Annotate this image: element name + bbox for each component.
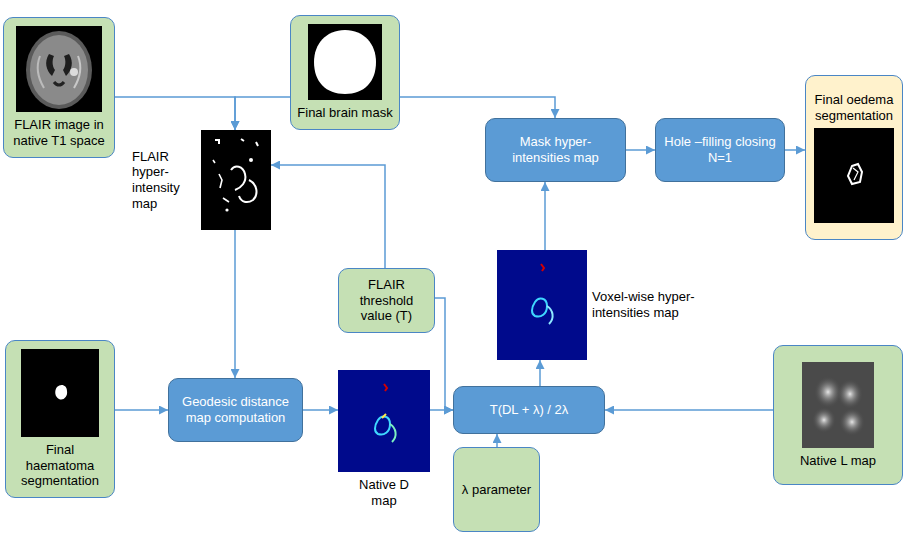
input-box: FLAIR image in native T1 space xyxy=(3,17,115,158)
likelihood-map-image xyxy=(802,362,874,448)
flow-arrow xyxy=(626,149,655,151)
distance-map-image xyxy=(338,370,430,472)
flow-arrow xyxy=(605,409,773,411)
input-box: Native L map xyxy=(773,345,903,485)
brain-mask-image xyxy=(308,24,382,100)
node-label: T(DL + λ) / 2λ xyxy=(490,402,569,418)
node-label: Final oedema segmentation xyxy=(811,92,897,123)
input-box: Final haematoma segmentation xyxy=(5,340,115,498)
map-image-node: FLAIR hyper-intensity map xyxy=(132,130,271,230)
node-label: FLAIR threshold value (T) xyxy=(344,277,429,324)
input-box: FLAIR threshold value (T) xyxy=(338,268,435,333)
flow-arrow xyxy=(400,97,555,118)
flow-arrow xyxy=(435,298,453,410)
node-label: Hole –filling closing N=1 xyxy=(661,134,779,165)
oedema-image xyxy=(814,128,894,223)
mri-image xyxy=(16,26,102,112)
flow-arrow xyxy=(115,97,235,130)
node-label: Geodesic distance map computation xyxy=(174,394,297,425)
flow-arrow xyxy=(496,434,498,447)
flow-arrow xyxy=(785,149,805,151)
node-label: FLAIR hyper-intensity map xyxy=(132,149,196,211)
flow-arrow xyxy=(235,97,290,130)
node-label: Native D map xyxy=(358,477,410,508)
flow-arrow xyxy=(544,182,546,250)
process-box: Geodesic distance map computation xyxy=(168,378,303,442)
flow-arrow xyxy=(234,230,236,378)
node-label: Final haematoma segmentation xyxy=(11,442,109,489)
node-label: FLAIR image in native T1 space xyxy=(9,117,109,148)
output-box: Final oedema segmentation xyxy=(805,75,903,240)
haematoma-image xyxy=(21,349,99,437)
map-image-node: Voxel-wise hyper-intensities map xyxy=(497,250,700,360)
input-box: Final brain mask xyxy=(290,15,400,130)
flow-arrow xyxy=(115,409,168,411)
node-label: Native L map xyxy=(800,453,876,469)
map-image-node: Native D map xyxy=(338,370,430,508)
node-label: Final brain mask xyxy=(297,105,392,121)
voxel-map-image xyxy=(497,250,587,360)
hyperintensity-image xyxy=(201,130,271,230)
process-box: Mask hyper-intensities map xyxy=(485,118,626,182)
node-label: λ parameter xyxy=(462,482,531,498)
flow-arrow xyxy=(271,165,385,268)
process-box: Hole –filling closing N=1 xyxy=(655,118,785,182)
input-box: λ parameter xyxy=(453,447,540,532)
flow-arrow xyxy=(539,360,541,386)
node-label: Voxel-wise hyper-intensities map xyxy=(592,289,700,320)
flow-arrow xyxy=(303,409,338,411)
node-label: Mask hyper-intensities map xyxy=(491,134,620,165)
formula-box: T(DL + λ) / 2λ xyxy=(453,386,605,434)
flow-arrow xyxy=(430,409,453,411)
